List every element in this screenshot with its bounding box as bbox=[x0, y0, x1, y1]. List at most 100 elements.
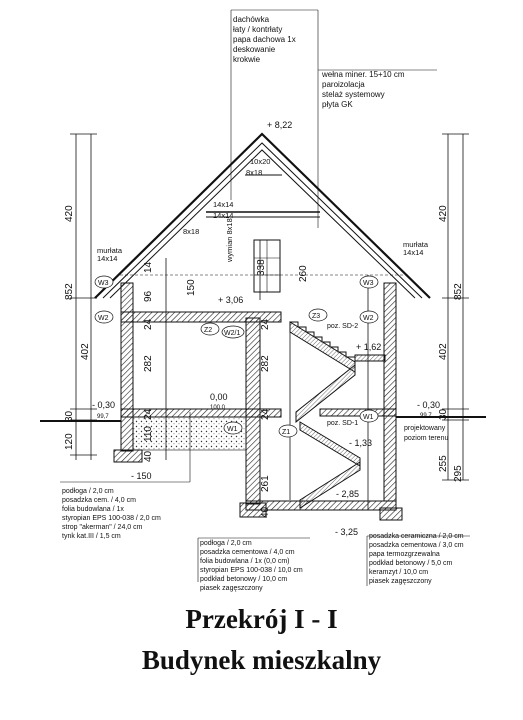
attic-layer-4: płyta GK bbox=[322, 100, 353, 109]
level-zero: 0,00 bbox=[210, 392, 228, 402]
tag-w3-left: W3 bbox=[98, 280, 109, 287]
floor-left-6: tynk kat.III / 1,5 cm bbox=[62, 533, 121, 540]
timber-wymian: wymian 8x18 bbox=[225, 218, 234, 263]
level-foundation-left: - 150 bbox=[131, 471, 152, 481]
attic-window bbox=[253, 239, 281, 293]
dim-inner-24d: 24 bbox=[260, 408, 271, 420]
level-terrain-right-sub: 99,7 bbox=[420, 413, 432, 419]
ground-layer-4: styropian EPS 100-038 / 10,0 cm bbox=[200, 567, 303, 574]
dim-right-255: 255 bbox=[438, 455, 449, 472]
floor-left-2: posadzka cem. / 4,0 cm bbox=[62, 497, 136, 504]
timber-8x18-a: 8x18 bbox=[246, 168, 262, 177]
basement-layer-3: papa termozgrzewalna bbox=[369, 551, 440, 558]
tag-z3: Z3 bbox=[312, 313, 320, 320]
roof-layer-5: krokwie bbox=[233, 55, 261, 64]
ground-layer-6: piasek zagęszczony bbox=[200, 585, 263, 592]
timber-8x18-b: 8x18 bbox=[183, 227, 199, 236]
murlata-left-1: murłata bbox=[97, 246, 123, 255]
dim-right-420: 420 bbox=[438, 205, 449, 222]
tag-w2-1: W2/1 bbox=[224, 330, 240, 337]
level-terrain-right: - 0,30 bbox=[417, 400, 440, 410]
murlata-right-2: 14x14 bbox=[403, 248, 423, 257]
attic-layer-2: paroizolacja bbox=[322, 80, 365, 89]
dim-left-852: 852 bbox=[64, 283, 75, 300]
ground-layer-3: folia budowlana / 1x (0,0 cm) bbox=[200, 558, 290, 565]
dim-left-402: 402 bbox=[80, 343, 91, 360]
dim-left-420: 420 bbox=[64, 205, 75, 222]
level-basement-stair: - 1,33 bbox=[349, 438, 372, 448]
murlata-left-2: 14x14 bbox=[97, 254, 117, 263]
drawing-subtitle: Budynek mieszkalny bbox=[141, 645, 382, 675]
dim-inner-24c: 24 bbox=[260, 318, 271, 330]
floor-left-3: folia budowlana / 1x bbox=[62, 506, 124, 513]
timber-10x20: 10x20 bbox=[250, 157, 270, 166]
poz-sd2: poz. SD-2 bbox=[327, 323, 358, 330]
murlata-right-1: murłata bbox=[403, 240, 429, 249]
poz-sd1: poz. SD-1 bbox=[327, 420, 358, 427]
level-marks: + 8,22 + 3,06 + 1,62 0,00 100,0 - 0,30 9… bbox=[92, 120, 440, 537]
level-basement-floor: - 2,85 bbox=[336, 489, 359, 499]
ground-layer-2: posadzka cementowa / 4,0 cm bbox=[200, 549, 295, 556]
dim-inner-260: 260 bbox=[298, 265, 309, 282]
dim-right-852: 852 bbox=[453, 283, 464, 300]
basement-layer-4: podkład betonowy / 5,0 cm bbox=[369, 560, 452, 567]
right-dimensions: 420 852 402 30 255 295 bbox=[438, 205, 464, 482]
timber-labels: 10x20 8x18 14x14 14x14 8x18 wymian 8x18 bbox=[183, 157, 270, 263]
basement-layer-5: keramzyt / 10,0 cm bbox=[369, 569, 428, 576]
floor-left-4: styropian EPS 100-038 / 2,0 cm bbox=[62, 515, 161, 522]
tag-w1-right: W1 bbox=[363, 414, 374, 421]
dim-inner-150: 150 bbox=[186, 279, 197, 296]
level-foundation-right: - 3,25 bbox=[335, 527, 358, 537]
dim-right-295: 295 bbox=[453, 465, 464, 482]
floor-layers-left: podłoga / 2,0 cm posadzka cem. / 4,0 cm … bbox=[62, 488, 161, 540]
inner-dimensions: 14 96 24 150 282 24 110 40 338 260 24 28… bbox=[143, 259, 309, 518]
dim-inner-110: 110 bbox=[143, 426, 154, 442]
tag-z1: Z1 bbox=[282, 429, 290, 436]
ground-layer-1: podłoga / 2,0 cm bbox=[200, 540, 252, 547]
dim-inner-338: 338 bbox=[256, 259, 267, 276]
basement-layer-1: posadzka ceramiczna / 2,0 cm bbox=[369, 533, 464, 540]
dim-inner-14: 14 bbox=[143, 261, 154, 273]
staircase bbox=[289, 321, 386, 509]
dim-left-120: 120 bbox=[64, 433, 75, 450]
attic-layer-3: stelaż systemowy bbox=[322, 90, 385, 99]
basement-layer-2: posadzka cementowa / 3,0 cm bbox=[369, 542, 464, 549]
murlata-labels: murłata 14x14 murłata 14x14 bbox=[97, 240, 429, 263]
floor-left-5: strop "akerman" / 24,0 cm bbox=[62, 524, 143, 531]
dimension-lines bbox=[70, 133, 469, 510]
tag-z2: Z2 bbox=[204, 327, 212, 334]
floor-left-1: podłoga / 2,0 cm bbox=[62, 488, 114, 495]
dim-inner-261: 261 bbox=[260, 475, 271, 492]
dim-inner-282b: 282 bbox=[260, 355, 271, 372]
roof-layer-labels: dachówka łaty / kontrłaty papa dachowa 1… bbox=[233, 15, 296, 64]
ground-floor-layers: podłoga / 2,0 cm posadzka cementowa / 4,… bbox=[200, 540, 303, 592]
attic-layer-1: wełna miner. 15+10 cm bbox=[321, 70, 405, 79]
level-attic: + 3,06 bbox=[218, 295, 243, 305]
ground-fill bbox=[40, 416, 486, 451]
tag-w3-right: W3 bbox=[363, 280, 374, 287]
tag-w2-right: W2 bbox=[363, 315, 374, 322]
attic-layer-labels: wełna miner. 15+10 cm paroizolacja stela… bbox=[321, 70, 405, 109]
dim-inner-40b: 40 bbox=[260, 506, 271, 518]
dim-right-402: 402 bbox=[438, 343, 449, 360]
basement-layers: posadzka ceramiczna / 2,0 cm posadzka ce… bbox=[369, 533, 464, 585]
roof-layer-2: łaty / kontrłaty bbox=[233, 25, 282, 34]
tag-w1-center: W1 bbox=[227, 426, 238, 433]
ground-layer-5: podkład betonowy / 10,0 cm bbox=[200, 576, 287, 583]
dim-left-30: 30 bbox=[64, 410, 75, 422]
level-terrain-left-sub: 99,7 bbox=[97, 414, 109, 420]
level-landing: + 1,62 bbox=[356, 342, 381, 352]
walls bbox=[113, 282, 403, 521]
dim-inner-40a: 40 bbox=[143, 450, 154, 462]
dim-inner-24a: 24 bbox=[143, 318, 154, 330]
basement-layer-6: piasek zagęszczony bbox=[369, 578, 432, 585]
timber-14x14-a: 14x14 bbox=[213, 200, 233, 209]
timber-14x14-b: 14x14 bbox=[213, 211, 233, 220]
terrain-note-1: projektowany bbox=[404, 425, 446, 432]
leaders bbox=[60, 9, 470, 586]
tag-w2-left: W2 bbox=[98, 315, 109, 322]
dim-inner-282a: 282 bbox=[143, 355, 154, 372]
level-ridge: + 8,22 bbox=[267, 120, 292, 130]
level-terrain-left: - 0,30 bbox=[92, 400, 115, 410]
